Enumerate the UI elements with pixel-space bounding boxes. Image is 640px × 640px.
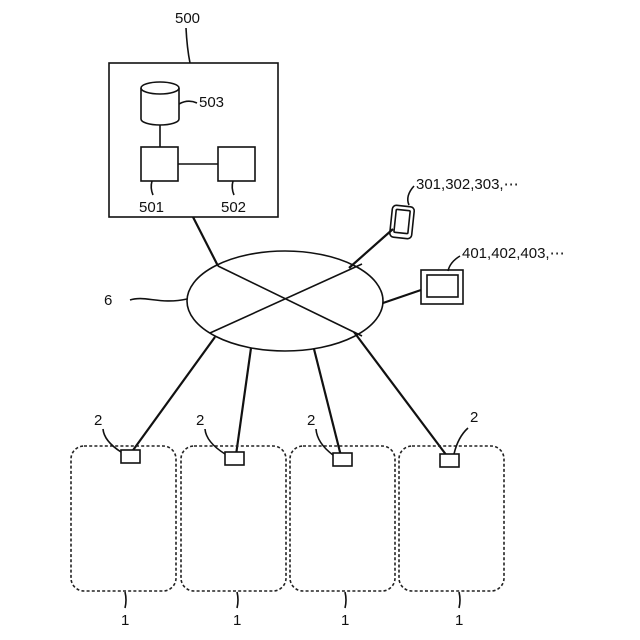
- network-label: 6: [104, 292, 112, 309]
- database-icon: [141, 82, 179, 125]
- area-leader-line: [237, 592, 238, 608]
- sensor-leader-line: [316, 429, 333, 455]
- server-leader-line: [186, 28, 190, 63]
- sensor-3-network-link: [314, 349, 341, 456]
- sensor-device: [121, 450, 140, 463]
- area-leader-line: [125, 592, 126, 608]
- server-box: [109, 63, 278, 217]
- area-leader-line: [345, 592, 346, 608]
- sensor-4-network-link: [354, 332, 447, 456]
- server-unit-502-label: 502: [221, 199, 246, 216]
- sensor-group-4: 2 1: [399, 409, 504, 629]
- server: 500 503 501 502: [109, 10, 278, 217]
- sensor-leader-line: [205, 429, 225, 454]
- monitored-area: [71, 446, 176, 591]
- sensor-device: [333, 453, 352, 466]
- network: 6: [104, 251, 383, 351]
- server-unit-501: [141, 147, 178, 181]
- sensor-leader-line: [103, 429, 121, 452]
- server-unit-501-label: 501: [139, 199, 164, 216]
- monitored-area: [181, 446, 286, 591]
- sensor-device: [440, 454, 459, 467]
- database-label: 503: [199, 94, 224, 111]
- sensor-label: 2: [470, 409, 478, 426]
- mobile-network-link: [349, 229, 393, 268]
- sensor-group-3: 2 1: [290, 412, 395, 629]
- sensor-group-1: 2 1: [71, 412, 176, 629]
- area-label: 1: [121, 612, 129, 629]
- sensor-device: [225, 452, 244, 465]
- mobile-devices-leader-line: [408, 186, 414, 205]
- sensor-group-2: 2 1: [181, 412, 286, 629]
- network-ellipse: [187, 251, 383, 351]
- server-label: 500: [175, 10, 200, 27]
- sensor-label: 2: [196, 412, 204, 429]
- sensor-2-network-link: [236, 348, 251, 455]
- smartphone-icon: [389, 205, 414, 239]
- area-label: 1: [233, 612, 241, 629]
- sensor-leader-line: [454, 428, 468, 454]
- sensor-label: 2: [307, 412, 315, 429]
- server-unit-502: [218, 147, 255, 181]
- area-label: 1: [341, 612, 349, 629]
- area-leader-line: [459, 592, 460, 608]
- sensor-1-network-link: [131, 337, 215, 453]
- monitor-network-link: [383, 290, 421, 303]
- server-network-link: [193, 217, 218, 266]
- sensor-label: 2: [94, 412, 102, 429]
- network-leader-line: [130, 299, 187, 301]
- monitor-devices-label: 401,402,403,⋯: [462, 245, 565, 262]
- monitor-icon: [421, 270, 463, 304]
- monitor-devices-leader-line: [448, 256, 460, 271]
- area-label: 1: [455, 612, 463, 629]
- monitor-devices: 401,402,403,⋯: [383, 245, 565, 304]
- monitored-area: [290, 446, 395, 591]
- mobile-devices-label: 301,302,303,⋯: [416, 176, 519, 193]
